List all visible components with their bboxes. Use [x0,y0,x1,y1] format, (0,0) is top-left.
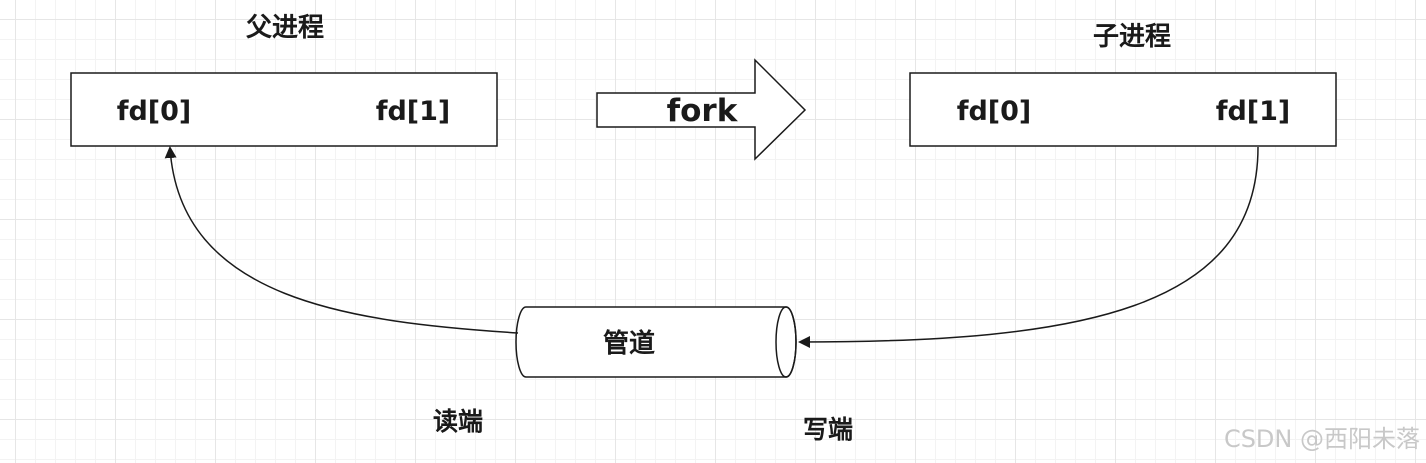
read-arrow [164,146,519,334]
child-fd1-label: fd[1] [1216,96,1291,127]
pipe-cylinder-end [775,306,797,378]
fork-arrow [596,58,807,161]
read-end-label: 读端 [433,407,483,436]
fork-label: fork [667,93,739,129]
pipe-cylinder [515,306,797,378]
child-fd0-label: fd[0] [957,96,1032,127]
parent-process-title: 父进程 [246,13,324,43]
write-end-label: 写端 [803,415,853,444]
watermark: CSDN @西阳未落 [1223,425,1420,453]
parent-fd0-label: fd[0] [117,96,192,127]
child-process-box [909,72,1337,147]
write-arrow [798,146,1259,348]
parent-process-box [70,72,498,147]
pipe-label: 管道 [603,328,655,359]
child-process-title: 子进程 [1093,22,1171,52]
parent-fd1-label: fd[1] [376,96,451,127]
